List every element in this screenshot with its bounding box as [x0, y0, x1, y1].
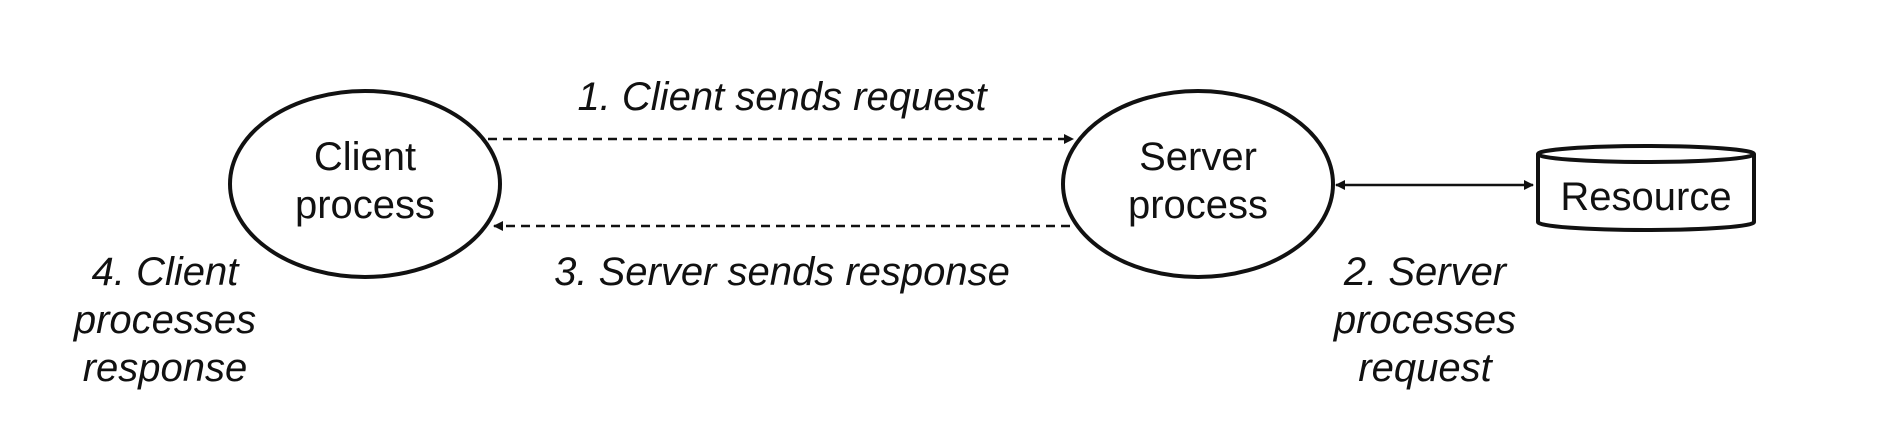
resource-cylinder-body: [1536, 154, 1756, 232]
server-process-label-line1: Server: [1139, 135, 1257, 179]
step4-label-line3: response: [83, 346, 248, 390]
step4-label-line1: 4. Client: [92, 250, 241, 294]
client-process-ellipse: [228, 89, 502, 279]
step3-label: 3. Server sends response: [554, 250, 1010, 294]
client-process-label-line2: process: [295, 183, 435, 227]
step2-label: 2. Server processes request: [1333, 250, 1516, 390]
step2-label-line2: processes: [1333, 298, 1516, 342]
resource-label: Resource: [1560, 175, 1731, 219]
step4-label-line2: processes: [73, 298, 256, 342]
step2-label-line3: request: [1358, 346, 1493, 390]
client-process-node: Client process: [228, 89, 502, 279]
resource-cylinder-top: [1536, 144, 1756, 164]
server-process-label-line2: process: [1128, 183, 1268, 227]
client-process-label-line1: Client: [314, 135, 416, 179]
step1-label: 1. Client sends request: [577, 75, 988, 119]
step4-label: 4. Client processes response: [73, 250, 256, 390]
step2-label-line1: 2. Server: [1343, 250, 1508, 294]
server-process-node: Server process: [1061, 89, 1335, 279]
server-process-ellipse: [1061, 89, 1335, 279]
resource-node: Resource: [1536, 144, 1756, 232]
